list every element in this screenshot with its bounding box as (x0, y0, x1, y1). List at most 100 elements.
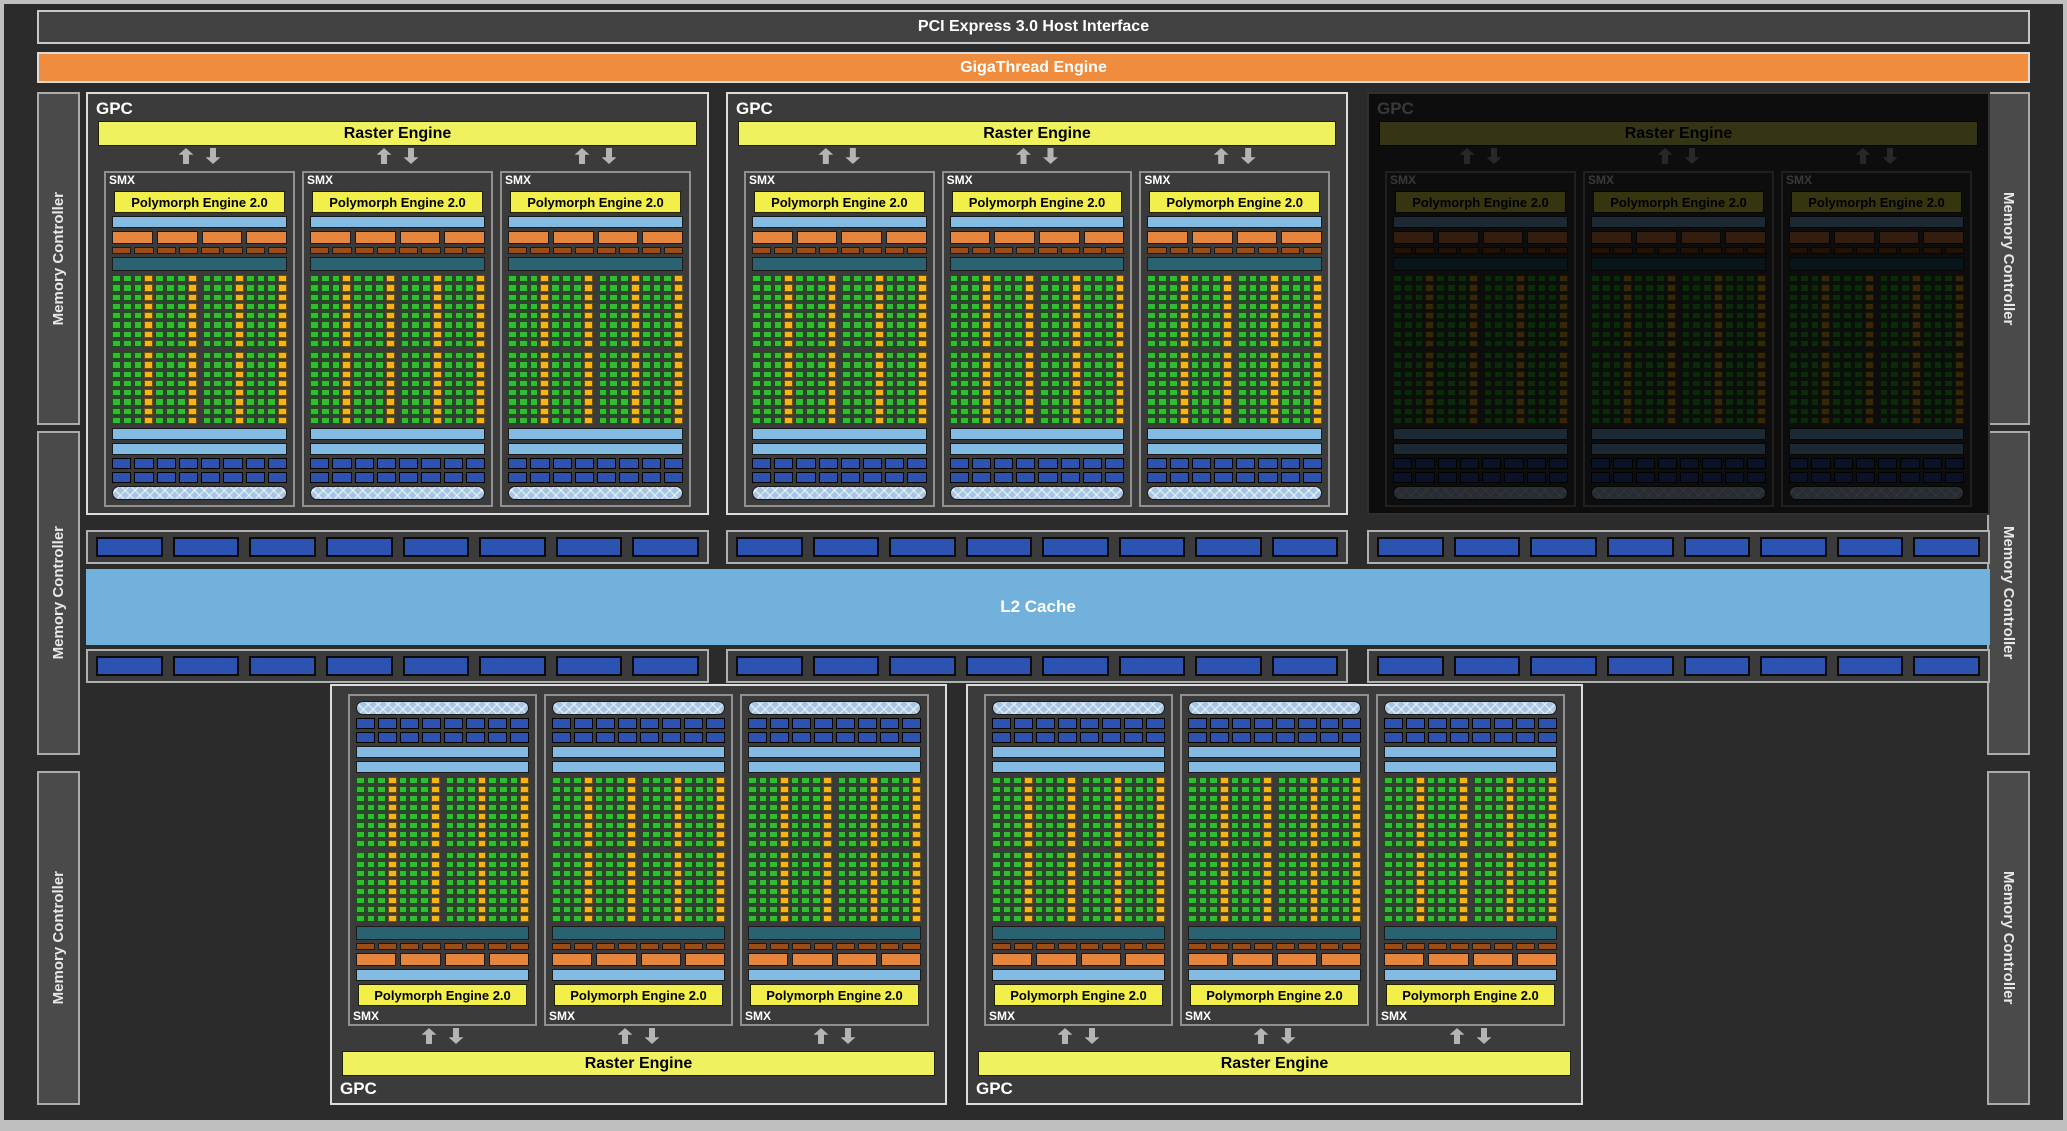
sfu-ldst-unit (1270, 284, 1279, 292)
cuda-core (758, 879, 768, 886)
cuda-core (1436, 284, 1446, 292)
cuda-core (684, 870, 693, 877)
cuda-core (1212, 321, 1221, 329)
cuda-core (1537, 777, 1547, 784)
cuda-core (992, 416, 1002, 424)
sfu-ldst-unit (1313, 302, 1323, 310)
sfu-ldst-unit (1270, 302, 1279, 310)
sfu-ldst-unit (520, 804, 529, 811)
cuda-core (837, 822, 847, 829)
dram-interface-block (1913, 537, 1980, 557)
cuda-core (509, 879, 519, 886)
sfu-ldst-unit (1179, 370, 1189, 378)
cuda-core (1703, 284, 1712, 292)
cuda-core (443, 389, 453, 397)
cuda-core (1241, 879, 1251, 886)
cuda-core (572, 352, 582, 360)
cuda-core (572, 312, 582, 320)
sfu-ldst-unit (1416, 822, 1425, 829)
core-row (552, 888, 725, 895)
cuda-core (1209, 897, 1219, 904)
load-store-block (1415, 458, 1435, 469)
cuda-core (166, 361, 175, 369)
cuda-core (901, 822, 911, 829)
cuda-core (1237, 361, 1247, 369)
cuda-core (1505, 284, 1514, 292)
sfu-ldst-unit (144, 398, 154, 406)
cuda-core (1330, 822, 1340, 829)
cuda-core (1484, 822, 1493, 829)
sfu-ldst-unit (1713, 321, 1723, 329)
cuda-core (1634, 416, 1644, 424)
cuda-core (1655, 312, 1665, 320)
cuda-core (1394, 906, 1404, 913)
cuda-core (224, 389, 233, 397)
cuda-core (662, 831, 672, 838)
cuda-core (1890, 416, 1900, 424)
dram-interface-block (965, 656, 1032, 676)
cuda-core (320, 370, 330, 378)
cuda-core (1447, 370, 1456, 378)
sfu-ldst-unit (476, 302, 485, 310)
sfu-ldst-unit (1115, 352, 1125, 360)
cuda-core (356, 906, 365, 913)
dispatch-unit-block (1393, 247, 1413, 254)
sfu-ldst-unit (1066, 906, 1076, 913)
cuda-core (773, 407, 783, 415)
dispatch-unit-block (1724, 247, 1744, 254)
load-store-block (574, 732, 593, 743)
core-row (992, 777, 1165, 784)
sfu-ldst-unit (1270, 312, 1279, 320)
cuda-core (1384, 897, 1393, 904)
cuda-core (224, 293, 233, 301)
cuda-core (1483, 352, 1493, 360)
cuda-core (456, 786, 465, 793)
sfu-ldst-unit (780, 870, 789, 877)
cuda-core (1735, 407, 1745, 415)
core-row (1384, 861, 1557, 868)
sfu-ldst-unit (342, 389, 352, 397)
cuda-core (1703, 370, 1712, 378)
cuda-core (694, 915, 704, 922)
cuda-core (443, 416, 453, 424)
sfu-ldst-unit (1548, 786, 1557, 793)
sfu-ldst-unit (1757, 389, 1766, 397)
dispatch-unit-block (597, 247, 617, 254)
cuda-core (1483, 302, 1493, 310)
load-store-block (1105, 458, 1125, 469)
cuda-core (454, 330, 464, 338)
sfu-ldst-unit (1425, 398, 1435, 406)
cuda-core (609, 284, 619, 292)
dispatch-unit-block (1210, 943, 1229, 950)
dram-interface-block (325, 537, 393, 557)
load-store-block (641, 472, 661, 483)
sfu-ldst-unit (584, 861, 593, 868)
cuda-core (1483, 275, 1493, 283)
cuda-core (1403, 339, 1413, 347)
core-row (992, 870, 1165, 877)
cuda-core (1526, 795, 1536, 802)
cuda-core (684, 813, 693, 820)
cuda-core (466, 852, 476, 859)
cuda-core (1473, 915, 1483, 922)
cuda-core (1746, 339, 1756, 347)
cuda-core (1201, 302, 1211, 310)
cuda-core (1252, 786, 1261, 793)
cuda-core (488, 822, 497, 829)
cuda-core (1601, 407, 1611, 415)
cuda-core (960, 284, 970, 292)
cuda-core (1102, 915, 1112, 922)
dispatch-unit-block (1038, 247, 1058, 254)
cuda-core (1241, 804, 1251, 811)
cuda-core (1092, 879, 1101, 886)
cuda-core (705, 915, 715, 922)
load-store-block (574, 458, 594, 469)
cuda-core (1832, 275, 1842, 283)
dispatch-unit-block (574, 247, 594, 254)
polymorph-engine-bar: Polymorph Engine 2.0 (1593, 191, 1764, 213)
cuda-core (1414, 339, 1424, 347)
cuda-core (374, 284, 384, 292)
memory-controller-label: Memory Controller (50, 191, 67, 326)
cuda-core (1040, 293, 1049, 301)
